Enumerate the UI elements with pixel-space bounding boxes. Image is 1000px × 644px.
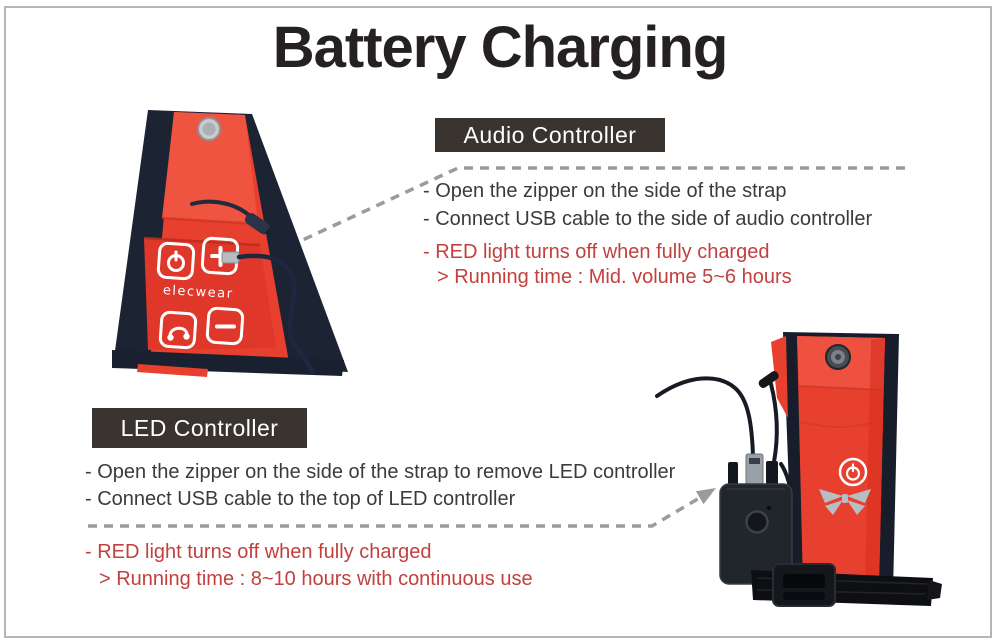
red-shade xyxy=(865,338,885,586)
led-instruction-1: - Open the zipper on the side of the str… xyxy=(85,461,676,483)
led-controller-photo xyxy=(655,332,942,607)
audio-cable-upper xyxy=(190,199,274,237)
brand-text: elecwear xyxy=(162,283,233,302)
snap-button-icon xyxy=(197,117,221,141)
audio-warning-2: > Running time : Mid. volume 5~6 hours xyxy=(437,266,792,288)
snap-button-icon xyxy=(825,344,851,370)
audio-section-header: Audio Controller xyxy=(435,118,665,152)
led-warning-1: - RED light turns off when fully charged xyxy=(85,541,432,563)
power-ring-icon xyxy=(838,457,868,487)
cable-plug-tip xyxy=(758,371,779,389)
page-title: Battery Charging xyxy=(272,15,729,80)
audio-instruction-1: - Open the zipper on the side of the str… xyxy=(423,180,787,202)
plug-left xyxy=(728,462,738,486)
wing-logo xyxy=(819,489,871,515)
bottom-red-sliver xyxy=(137,364,208,377)
audio-cable-lower xyxy=(236,253,316,375)
led-warning-2: > Running time : 8~10 hours with continu… xyxy=(99,568,533,590)
plug-right xyxy=(766,461,778,485)
audio-warning-1: - RED light turns off when fully charged xyxy=(423,241,770,263)
strap-top-fold xyxy=(162,112,258,224)
controller-button-icon xyxy=(745,510,769,534)
red-edge-sliver xyxy=(771,336,788,418)
usb-plug-icon xyxy=(221,251,240,264)
power-icon xyxy=(156,241,196,281)
page-border xyxy=(4,6,992,638)
charging-cables xyxy=(655,376,797,570)
usb-plug-icon xyxy=(745,453,764,487)
audio-controller-photo: elecwear xyxy=(112,110,348,377)
led-instruction-2: - Connect USB cable to the top of LED co… xyxy=(85,488,516,510)
audio-instruction-2: - Connect USB cable to the side of audio… xyxy=(423,208,873,230)
led-section-header: LED Controller xyxy=(92,408,307,448)
minus-icon xyxy=(205,306,245,346)
buckle-strap xyxy=(751,563,942,607)
headphones-icon xyxy=(158,310,198,350)
strap-red-fabric xyxy=(797,336,885,586)
